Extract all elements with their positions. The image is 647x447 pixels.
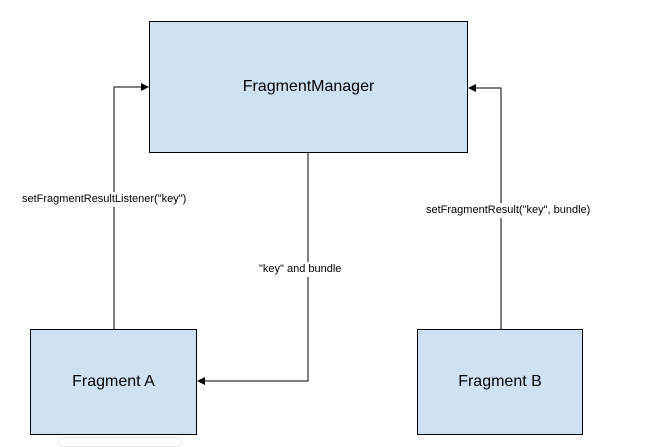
listener-edge-label: setFragmentResultListener("key")	[20, 192, 189, 207]
key-and-bundle-edge-label: "key" and bundle	[257, 262, 344, 277]
fragment-b-label: Fragment B	[458, 373, 542, 390]
fragment-manager-label: FragmentManager	[242, 78, 375, 95]
fragment-a-label: Fragment A	[72, 373, 155, 390]
set-result-edge-label: setFragmentResult("key", bundle)	[424, 203, 593, 218]
partial-element-bottom	[58, 437, 182, 447]
fragment-b-node: Fragment B	[417, 329, 583, 435]
fragment-manager-node: FragmentManager	[149, 21, 468, 153]
arrow-listener	[113, 83, 149, 329]
fragment-a-node: Fragment A	[30, 329, 197, 435]
arrow-set-result	[468, 84, 502, 329]
arrow-key-and-bundle	[197, 153, 309, 385]
